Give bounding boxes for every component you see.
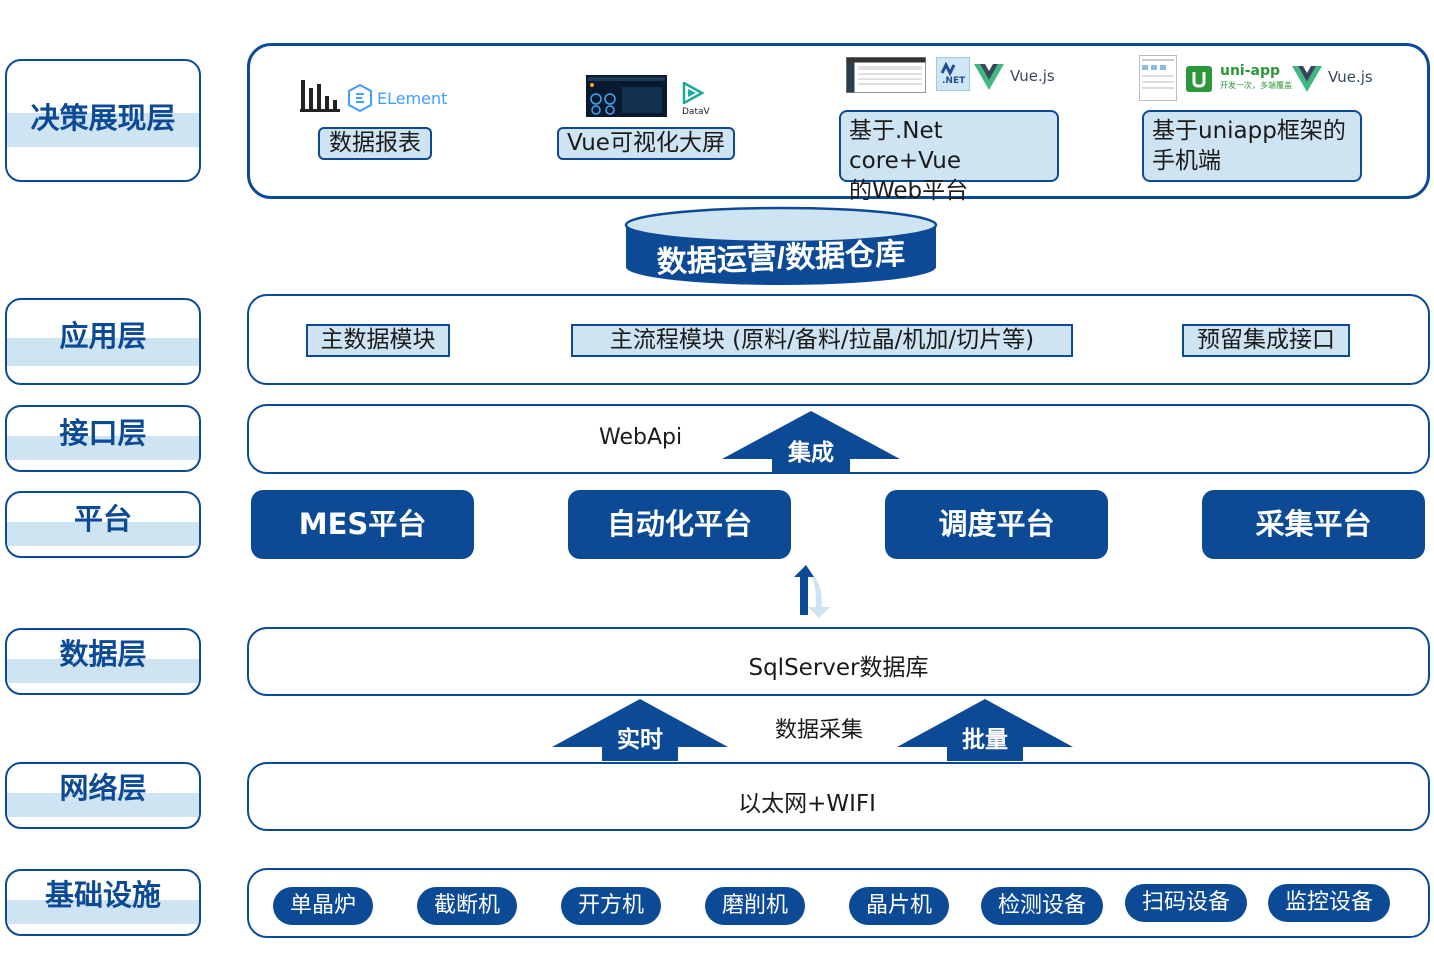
bar-chart-icon [300,80,340,112]
layer-label-data-text: 数据层 [59,637,147,671]
layer-label-application-text: 应用层 [59,319,147,353]
integration-arrow [722,411,900,473]
layer-label-interface: 接口层 [5,405,201,472]
sqlserver-label: SqlServer数据库 [748,655,929,681]
layer-label-interface-text: 接口层 [59,416,147,450]
layer-label-infrastructure-text: 基础设施 [44,878,161,912]
data-warehouse-cylinder: 数据运营/数据仓库 [624,206,938,285]
vue-logo-icon-2 [1292,66,1322,92]
platform-mes: MES平台 [251,490,474,559]
device-inspection: 检测设备 [981,887,1103,925]
platform-scheduling: 调度平台 [885,490,1108,559]
uniapp-logo-subtext: 开发一次，多端覆盖 [1220,81,1292,90]
webapi-label: WebApi [599,425,683,450]
network-bar [247,762,1430,831]
realtime-arrow [552,699,728,761]
network-label: 以太网+WIFI [738,791,876,817]
device-squaring-machine: 开方机 [561,887,661,925]
datav-logo-text: DataV [682,107,710,117]
web-app-thumbnail-icon [846,57,926,93]
layer-label-data: 数据层 [5,628,201,695]
dashboard-thumbnail-icon [586,75,667,117]
vue-logo-text-2: Vue.js [1328,68,1373,86]
platform-automation: 自动化平台 [568,490,791,559]
chip-uniapp-mobile: 基于uniapp框架的 手机端 [1142,110,1362,182]
data-bar [247,627,1430,696]
layer-label-platform-text: 平台 [73,502,132,536]
dotnet-logo-icon [936,57,970,91]
data-collection-label: 数据采集 [775,718,864,743]
module-reserved-interface: 预留集成接口 [1182,324,1350,357]
module-main-process: 主流程模块 (原料/备料/拉晶/机加/切片等) [571,324,1073,357]
chip-vue-visual-screen: Vue可视化大屏 [557,127,735,160]
element-logo-text: ELement [377,89,448,108]
chip-uniapp-line-2: 手机端 [1152,148,1221,174]
realtime-arrow-label: 实时 [617,727,663,753]
chip-net-core-line-2: 的Web平台 [849,178,969,204]
device-scanning: 扫码设备 [1125,884,1247,922]
dotnet-logo-text: .NET [942,76,966,86]
layer-label-application: 应用层 [5,298,201,385]
uniapp-logo-text: uni-app [1220,63,1281,79]
layer-label-platform: 平台 [5,491,201,558]
batch-arrow [897,699,1073,761]
layer-label-decision: 决策展现层 [5,59,201,182]
chip-net-core-web-platform: 基于.Net core+Vue 的Web平台 [839,110,1059,204]
chip-data-report: 数据报表 [318,127,432,160]
uniapp-logo-icon [1186,66,1212,92]
batch-arrow-label: 批量 [962,727,1008,753]
mobile-app-thumbnail-icon [1139,55,1177,101]
integration-arrow-label: 集成 [788,440,834,466]
layer-label-decision-text: 决策展现层 [30,101,176,135]
device-grinding-machine: 磨削机 [705,887,805,925]
device-crystal-furnace: 单晶炉 [273,887,373,925]
datav-logo-icon [682,82,704,104]
device-monitoring: 监控设备 [1268,884,1390,922]
layer-label-infrastructure: 基础设施 [5,869,201,936]
element-logo-icon [348,84,372,112]
chip-net-core-line-1: 基于.Net core+Vue [849,118,961,174]
chip-uniapp-line-1: 基于uniapp框架的 [1152,118,1346,144]
platform-collection: 采集平台 [1202,490,1425,559]
layer-label-network: 网络层 [5,762,201,829]
vue-logo-icon [974,64,1004,90]
module-master-data: 主数据模块 [306,324,450,357]
device-cutting-machine: 截断机 [417,887,517,925]
layer-label-network-text: 网络层 [59,771,147,805]
vue-logo-text: Vue.js [1010,67,1055,85]
sync-arrows-icon [794,565,830,618]
device-wafer-machine: 晶片机 [849,887,949,925]
